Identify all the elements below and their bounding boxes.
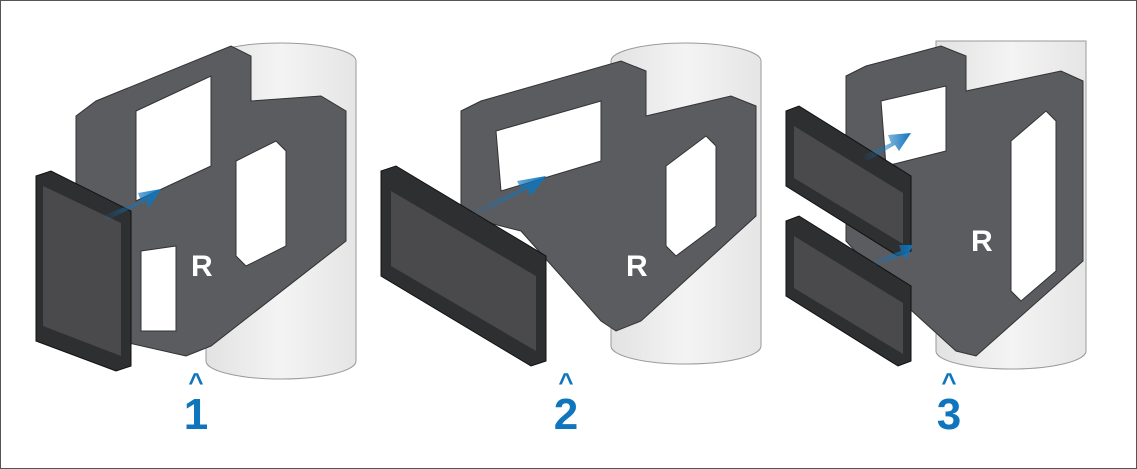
insert-arrow <box>471 176 546 216</box>
step-number: 1 <box>183 390 209 439</box>
step-2-illustration: R <box>380 42 762 367</box>
step-3-label: ^ 3 <box>919 367 979 439</box>
step-2-label: ^ 2 <box>536 367 596 439</box>
caret-up-icon: ^ <box>941 367 957 397</box>
display-screen <box>391 191 536 351</box>
insert-arrow <box>101 189 161 221</box>
caret-up-icon: ^ <box>558 367 574 397</box>
step-number: 2 <box>553 390 579 439</box>
bracket-logo: R <box>626 250 648 283</box>
step-1-illustration: R <box>35 42 357 380</box>
bracket-logo: R <box>971 225 993 258</box>
display-screen <box>43 186 121 356</box>
bracket-logo: R <box>191 250 213 283</box>
caret-up-icon: ^ <box>188 367 204 397</box>
step-number: 3 <box>936 390 962 439</box>
insert-arrow-upper <box>861 133 911 161</box>
step-3-illustration: R <box>785 40 1087 370</box>
insert-arrow-lower <box>871 245 913 266</box>
step-1-label: ^ 1 <box>166 367 226 439</box>
